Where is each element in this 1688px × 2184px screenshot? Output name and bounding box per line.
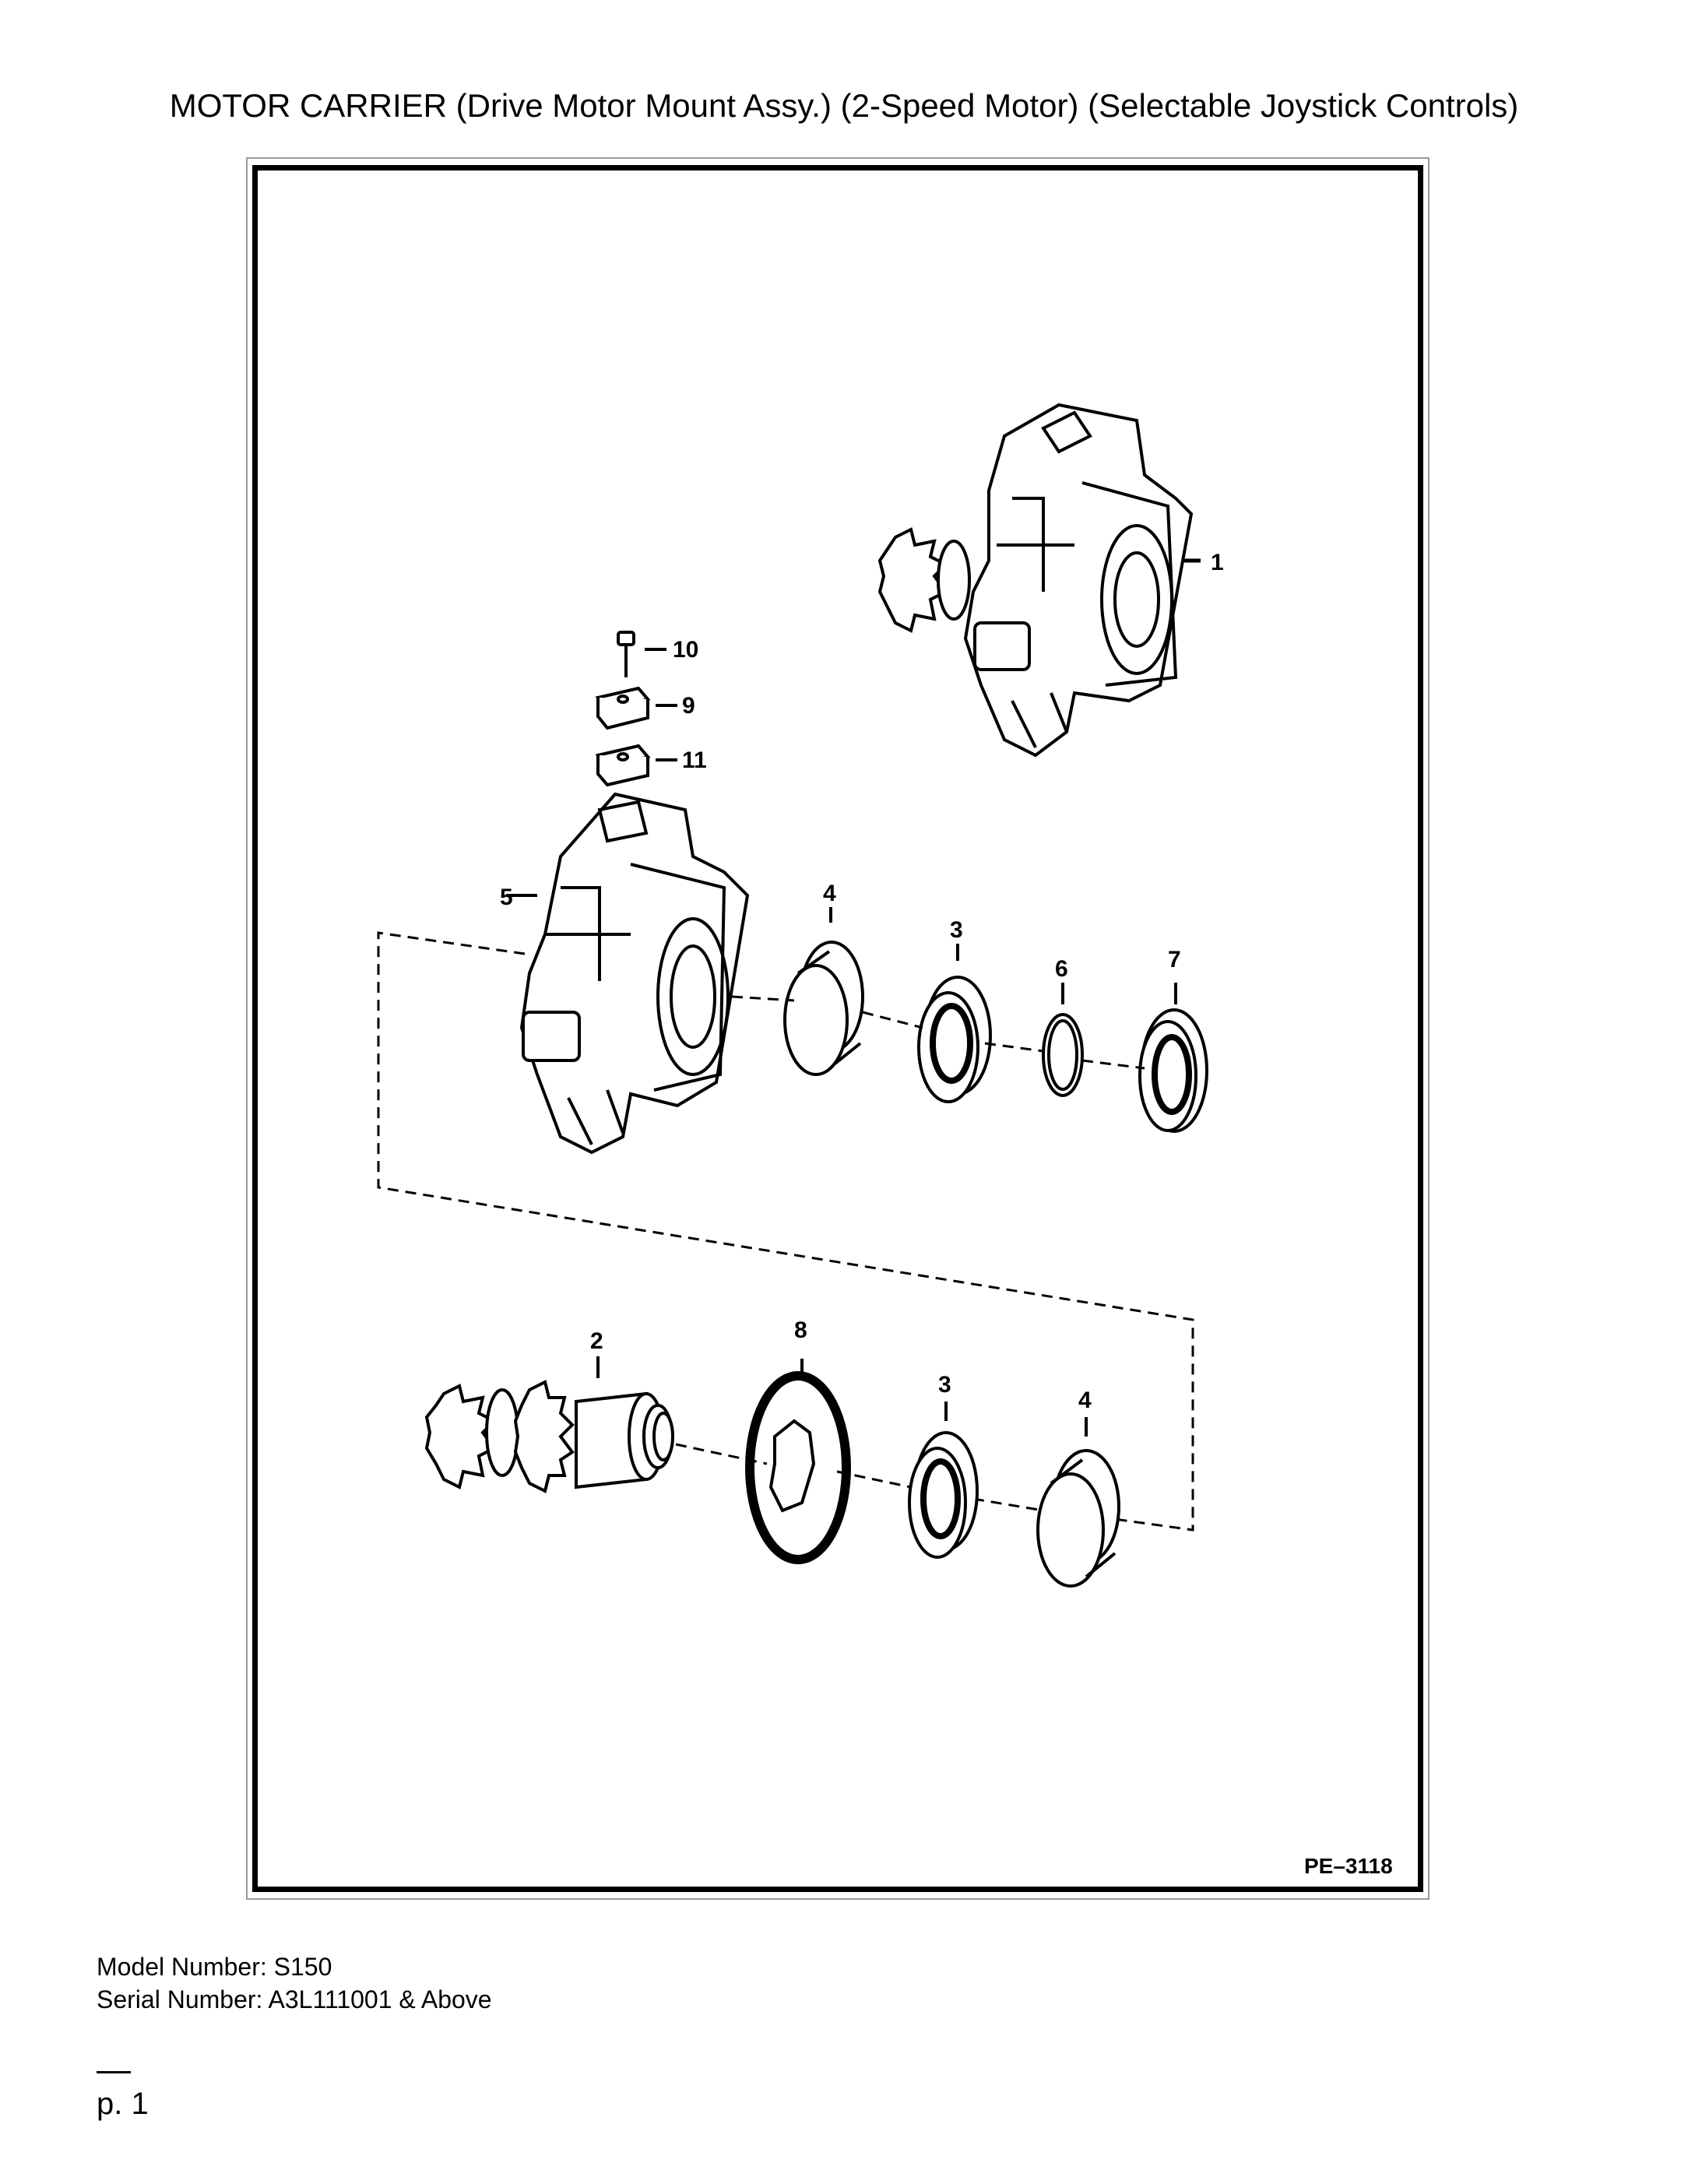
page-number: p. 1 <box>97 2087 149 2121</box>
bearing-upper <box>917 944 992 1103</box>
motor-carrier-assembly <box>877 403 1201 758</box>
callout-8: 8 <box>794 1317 807 1343</box>
bearing-lower <box>908 1401 979 1559</box>
callout-4-upper: 4 <box>823 881 836 906</box>
callout-3-lower: 3 <box>938 1372 951 1398</box>
callout-1: 1 <box>1211 550 1224 575</box>
snap-ring <box>1042 983 1084 1097</box>
callout-10: 10 <box>673 637 698 663</box>
motor-carrier-housing <box>506 792 750 1155</box>
bolt-and-shims <box>595 631 677 787</box>
callout-11: 11 <box>682 747 707 773</box>
callout-7: 7 <box>1168 947 1181 972</box>
callout-5: 5 <box>500 885 513 910</box>
callout-3-upper: 3 <box>950 917 963 943</box>
model-number: Model Number: S150 <box>97 1953 332 1981</box>
thrust-plate <box>745 1359 851 1564</box>
callout-2: 2 <box>590 1328 603 1354</box>
seal <box>1138 983 1208 1133</box>
callout-9: 9 <box>682 693 695 719</box>
diagram-frame-outer <box>246 157 1430 1900</box>
drive-shaft-sprocket <box>424 1356 674 1493</box>
page-number-rule <box>97 2071 131 2073</box>
seal-ring-lower <box>1036 1417 1120 1588</box>
callout-6: 6 <box>1055 956 1068 982</box>
drawing-id: PE–3118 <box>1304 1854 1393 1878</box>
page-title: MOTOR CARRIER (Drive Motor Mount Assy.) … <box>169 87 1519 124</box>
callout-4-lower: 4 <box>1078 1387 1092 1413</box>
seal-ring-upper <box>783 907 864 1076</box>
serial-number: Serial Number: A3L111001 & Above <box>97 1985 492 2013</box>
diagram-frame <box>252 165 1423 1892</box>
